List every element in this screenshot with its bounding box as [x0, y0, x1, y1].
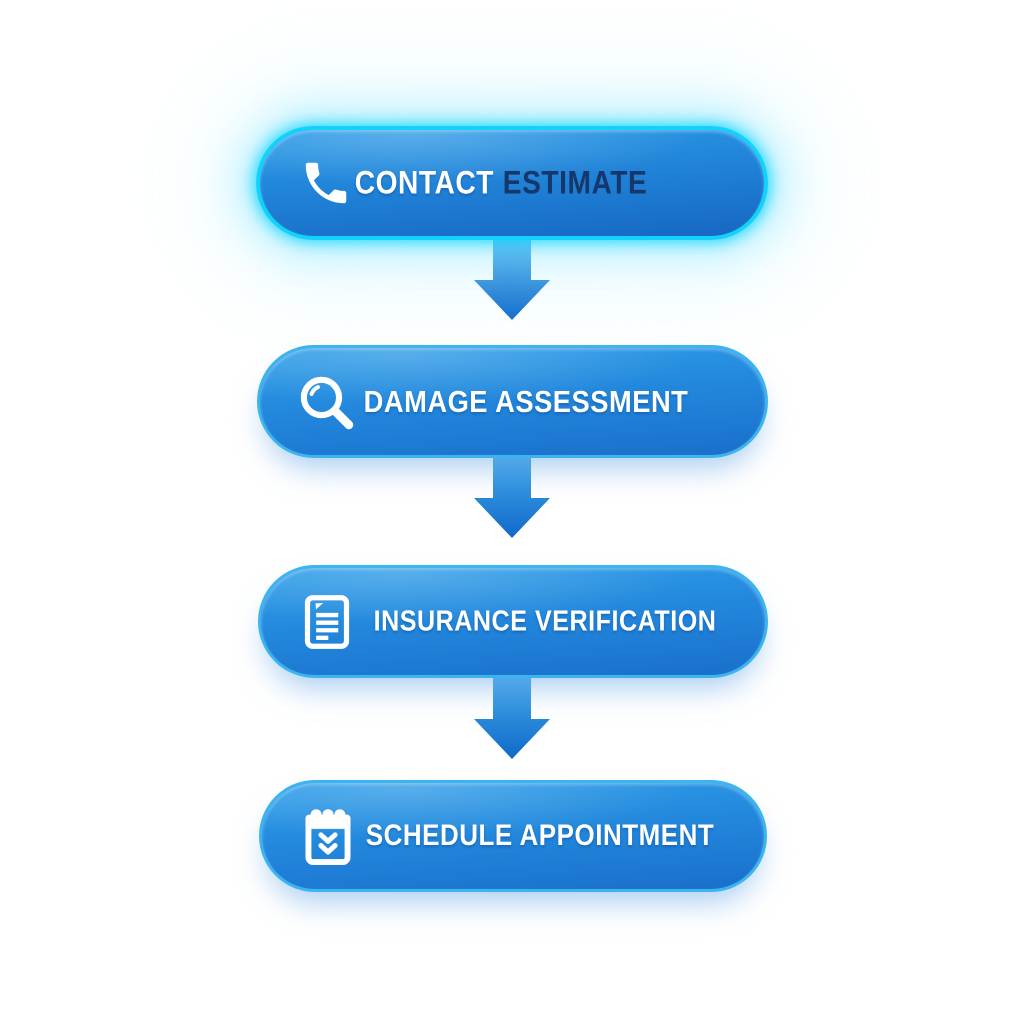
- step-label-primary: CONTACT: [354, 164, 494, 201]
- step-damage-assessment[interactable]: DAMAGE ASSESSMENT: [257, 345, 768, 458]
- step-label-secondary: ESTIMATE: [502, 164, 648, 201]
- step-label: SCHEDULE APPOINTMENT: [365, 819, 715, 852]
- step-label: DAMAGE ASSESSMENT: [363, 383, 688, 419]
- step-schedule-appointment[interactable]: SCHEDULE APPOINTMENT: [259, 780, 767, 892]
- down-arrow-icon: [474, 677, 550, 761]
- step-label: INSURANCE VERIFICATION: [373, 605, 717, 637]
- magnifier-icon: [292, 368, 360, 436]
- document-icon: [293, 588, 361, 656]
- down-arrow-icon: [474, 238, 550, 322]
- step-insurance-verification[interactable]: INSURANCE VERIFICATION: [258, 565, 768, 678]
- down-arrow-icon: [474, 456, 550, 540]
- calendar-check-icon: [294, 802, 362, 870]
- phone-icon: [292, 149, 360, 217]
